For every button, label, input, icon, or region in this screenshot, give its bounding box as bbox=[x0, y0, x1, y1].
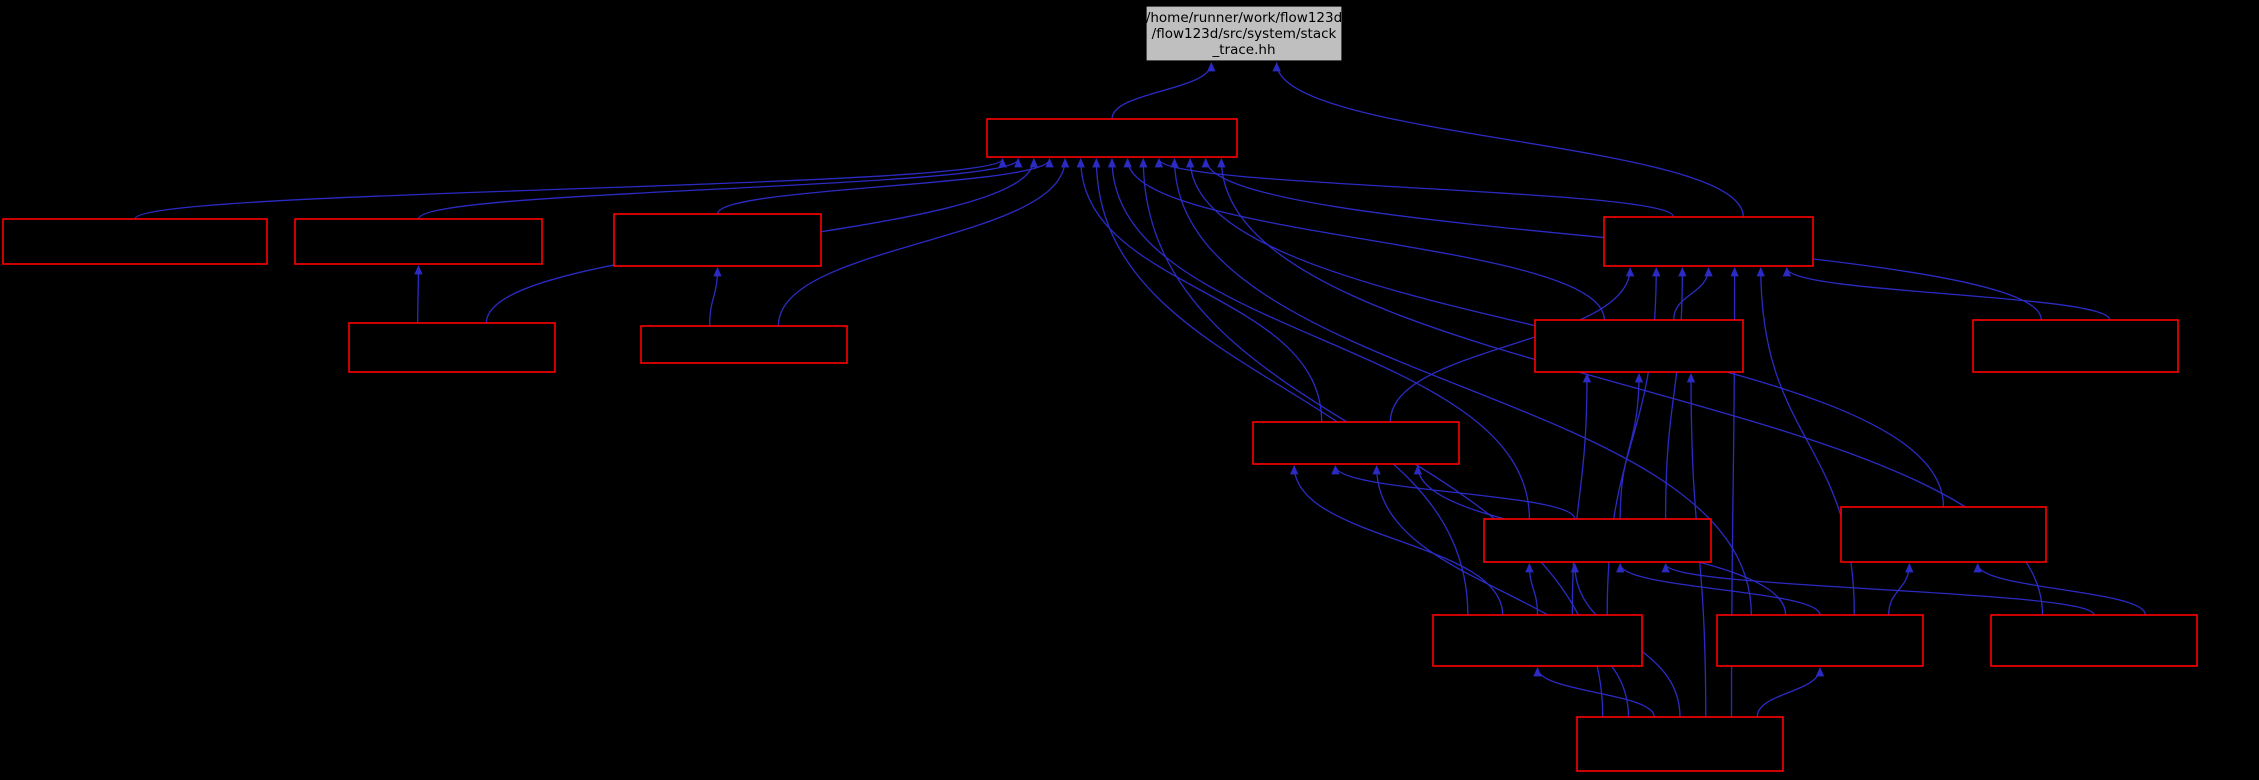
graph-edge-n-to-l bbox=[1756, 666, 1825, 718]
graph-edge-h-to-hub bbox=[1076, 157, 1323, 423]
graph-edge-a-to-hub bbox=[134, 157, 1007, 220]
graph-node-b[interactable] bbox=[294, 218, 543, 265]
graph-edge-i-to-hub bbox=[1107, 157, 1531, 520]
graph-edge-m-to-j bbox=[1973, 562, 2147, 616]
graph-edge-f-to-r1 bbox=[1673, 266, 1713, 321]
graph-edge-m-to-i bbox=[1661, 562, 2095, 616]
graph-edge-e-to-hub bbox=[777, 157, 1070, 327]
graph-edge-r1-to-hub bbox=[1154, 157, 1675, 218]
graph-edge-f-to-hub bbox=[1123, 157, 1605, 321]
graph-node-r1[interactable] bbox=[1603, 216, 1814, 267]
graph-edge-l-to-r1 bbox=[1756, 266, 1855, 616]
graph-edge-g-to-r1 bbox=[1782, 266, 2111, 321]
graph-edge-l-to-j bbox=[1888, 562, 1914, 616]
graph-edge-k-to-i bbox=[1525, 562, 1539, 616]
graph-edge-r1-to-root bbox=[1272, 61, 1744, 218]
graph-edge-l-to-hub bbox=[1170, 157, 1752, 616]
graph-edge-i-to-r1 bbox=[1664, 266, 1687, 520]
graph-node-c[interactable] bbox=[613, 213, 822, 267]
graph-edge-k-to-hub bbox=[1092, 157, 1469, 616]
graph-edge-hub-to-root bbox=[1111, 61, 1216, 120]
graph-node-k[interactable] bbox=[1432, 614, 1643, 667]
graph-node-m[interactable] bbox=[1990, 614, 2198, 667]
graph-edge-b-to-hub bbox=[417, 157, 1023, 220]
graph-edge-i-to-h bbox=[1331, 464, 1576, 520]
graph-node-f[interactable] bbox=[1534, 319, 1744, 373]
graph-edge-e-to-c bbox=[709, 266, 722, 327]
graph-edge-h-to-r1 bbox=[1389, 266, 1635, 423]
graph-node-hub[interactable] bbox=[986, 118, 1238, 158]
graph-node-g[interactable] bbox=[1972, 319, 2179, 373]
graph-node-e[interactable] bbox=[640, 325, 848, 364]
graph-node-i[interactable] bbox=[1483, 518, 1712, 563]
graph-edge-k-to-f bbox=[1571, 372, 1592, 616]
edge-layer bbox=[134, 61, 2147, 718]
graph-node-a[interactable] bbox=[2, 218, 268, 265]
graph-node-root bbox=[1145, 5, 1343, 62]
graph-edge-d-to-b bbox=[414, 264, 423, 324]
graph-node-l[interactable] bbox=[1716, 614, 1924, 667]
graph-edge-c-to-hub bbox=[716, 157, 1054, 215]
root-node-label: /home/runner/work/flow123d/flow123d/src/… bbox=[1146, 10, 1342, 58]
graph-node-n[interactable] bbox=[1576, 716, 1784, 772]
graph-node-h[interactable] bbox=[1252, 421, 1460, 465]
node-layer bbox=[2, 118, 2198, 772]
graph-edge-l-to-i bbox=[1616, 562, 1821, 616]
graph-node-j[interactable] bbox=[1840, 506, 2047, 563]
graph-edge-n-to-k bbox=[1533, 666, 1655, 718]
graph-node-d[interactable] bbox=[348, 322, 556, 373]
graph-edge-i-to-f bbox=[1619, 372, 1644, 520]
graph-edge-k-to-h bbox=[1290, 464, 1504, 616]
graph-edge-n-to-h bbox=[1372, 464, 1630, 718]
